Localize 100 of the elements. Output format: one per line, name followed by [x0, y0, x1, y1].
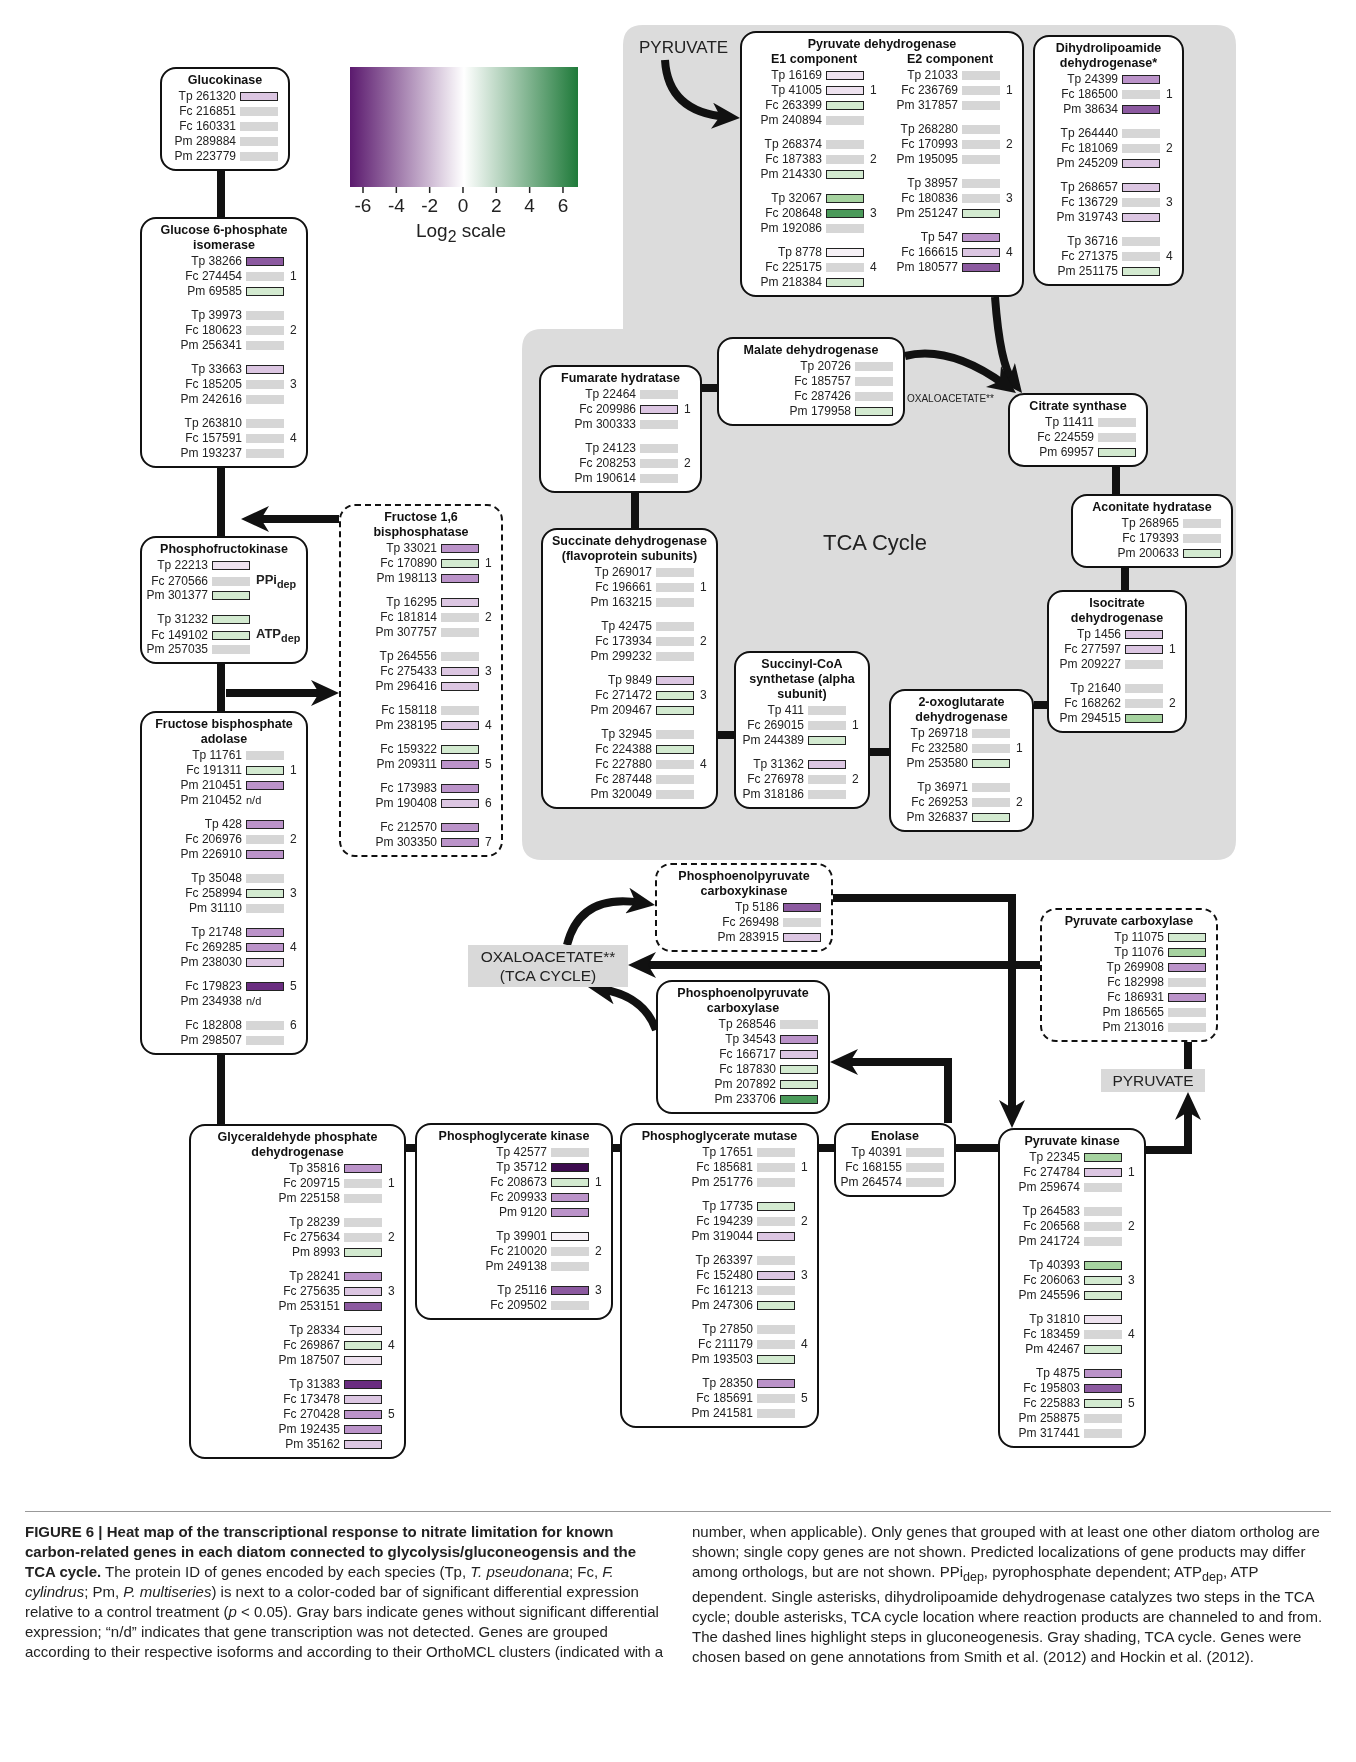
gene-id: Pm 253580	[906, 755, 968, 770]
cluster-number: 7	[485, 834, 492, 849]
gene-id: Fc 263399	[765, 97, 822, 112]
gene-id: Tp 264556	[379, 648, 437, 663]
cluster-number: 4	[1128, 1326, 1135, 1341]
cluster-number: 2	[485, 609, 492, 624]
gene-id: Pm 283915	[717, 929, 779, 944]
gene-id: Tp 34543	[725, 1031, 776, 1046]
gene-id: Pm 213016	[1102, 1019, 1164, 1034]
gene-id: Pm 31110	[189, 900, 242, 915]
connector-line	[1112, 467, 1120, 494]
enzyme-name: Glucose 6-phosphate isomerase	[159, 223, 289, 253]
enzyme-name: Phosphoglycerate kinase	[437, 1129, 591, 1144]
cluster-number: 6	[485, 795, 492, 810]
cluster-number: 4	[290, 939, 297, 954]
cluster-number: 4	[485, 717, 492, 732]
enzyme-box	[539, 365, 702, 493]
cluster-number: 2	[801, 1213, 808, 1228]
cluster-number: 5	[290, 978, 297, 993]
connector-line	[406, 1144, 415, 1152]
gene-id: Pm 226910	[180, 846, 242, 861]
cluster-number: 1	[595, 1174, 602, 1189]
gene-id: Fc 194239	[696, 1213, 753, 1228]
connector-line	[631, 493, 639, 528]
gene-id: Fc 181069	[1061, 140, 1118, 155]
gene-id: Pm 214330	[760, 166, 822, 181]
gene-id: Fc 166717	[719, 1046, 776, 1061]
enzyme-name: Pyruvate carboxylase	[1063, 914, 1195, 929]
gene-id: Pm 289884	[174, 133, 236, 148]
gene-id: Pm 35162	[285, 1436, 340, 1451]
gene-id: Fc 173983	[380, 780, 437, 795]
cluster-number: 1	[852, 717, 859, 732]
gene-id: Fc 208253	[579, 455, 636, 470]
gene-id: Pm 257035	[146, 641, 208, 656]
gene-id: Tp 36716	[1067, 233, 1118, 248]
gene-id: Pm 223779	[174, 148, 236, 163]
gene-id: Tp 1456	[1076, 626, 1121, 641]
gene-id: Pm 180577	[896, 259, 958, 274]
connector-line	[1184, 1042, 1192, 1069]
gene-id: Tp 269718	[910, 725, 968, 740]
gene-id: Tp 31383	[289, 1376, 340, 1391]
gene-id: Fc 136729	[1061, 194, 1118, 209]
gene-id: Pm 251776	[691, 1174, 753, 1189]
gene-id: Pm 190408	[375, 795, 437, 810]
gene-id: Pm 294515	[1059, 710, 1121, 725]
gene-id: Fc 195803	[1023, 1380, 1080, 1395]
cluster-number: 1	[801, 1159, 808, 1174]
gene-id: Fc 173934	[595, 633, 652, 648]
component-heading: E1 component	[769, 52, 859, 67]
enzyme-name: Pyruvate dehydrogenase	[806, 37, 958, 52]
gene-id: Fc 168155	[845, 1159, 902, 1174]
gene-id: Fc 206568	[1023, 1218, 1080, 1233]
enzyme-box	[1071, 494, 1233, 568]
connector-line	[1034, 701, 1047, 709]
scale-tick-label: -2	[421, 195, 439, 217]
gene-id: Fc 287426	[794, 388, 851, 403]
enzyme-name: Pyruvate kinase	[1023, 1134, 1121, 1149]
gene-id: Fc 274454	[185, 268, 242, 283]
enzyme-name: 2-oxoglutarate dehydrogenase	[914, 695, 1009, 725]
connector-line	[217, 468, 225, 536]
gene-id: Tp 35816	[289, 1160, 340, 1175]
gene-id: Pm 317857	[896, 97, 958, 112]
scale-tick-label: 2	[491, 195, 502, 217]
cluster-number: 2	[388, 1229, 395, 1244]
gene-id: Fc 206976	[185, 831, 242, 846]
gene-id: Fc 185205	[185, 376, 242, 391]
gene-id: Tp 17651	[702, 1144, 753, 1159]
gene-id: Pm 256341	[180, 337, 242, 352]
gene-id: Tp 9849	[607, 672, 652, 687]
gene-id: Pm 193503	[691, 1351, 753, 1366]
cluster-number: 4	[1006, 244, 1013, 259]
gene-id: Fc 185681	[696, 1159, 753, 1174]
gene-id: Pm 320049	[590, 786, 652, 801]
cluster-number: 1	[1166, 86, 1173, 101]
cluster-number: 2	[290, 322, 297, 337]
gene-id: Pm 193237	[180, 445, 242, 460]
gene-id: Fc 276978	[747, 771, 804, 786]
dashed-enzyme-box	[655, 863, 833, 952]
figure-caption: FIGURE 6 | Heat map of the transcriptional response to nitrate limitation for known carbon-related genes in each diatom connected to glycolysis/gluconeogensis and the TCA cycle. The protein ID of genes encoded by each species (Tp, T. pseudonana; Fc, F. cylindrus; Pm, P. multiseries) is next to a color-coded bar of significant differential expression relative to a control treatment (p < 0.05). Gray bars indicate genes without significant differential expression; “n/d” indicates that gene transcription was not detected. Genes are grouped according to their respective isoforms and according to their OrthoMCL clusters (indicated with a number, when applicable). Only genes that grouped with at least one other diatom ortholog are shown; single copy genes are not shown. Predicted localizations of gene products may differ among orthologs, but are not shown. PPi$_{dep}$, pyrophosphate dependent; ATP$_{dep}$, ATP dependent. Single asterisks, dihydrolipoamide dehydrogenase catalyzes two steps in the TCA cycle; double asterisks, TCA cycle location where reaction products are channeled to and from. The dashed lines highlight steps in gluconeogenesis. Gray shading, TCA cycle. Genes were chosen based on gene annotations from Smith et al. (2012) and Hockin et al. (2012).	[25, 1522, 1324, 1667]
gene-id: Pm 259674	[1018, 1179, 1080, 1194]
gene-id: Tp 25116	[497, 1282, 547, 1297]
cluster-number: 3	[1128, 1272, 1135, 1287]
gene-id: Pm 195095	[896, 151, 958, 166]
enzyme-name: Dihydrolipoamide dehydrogenase*	[1054, 41, 1163, 71]
cluster-number: 3	[700, 687, 707, 702]
gene-id: Pm 317441	[1018, 1425, 1080, 1440]
gene-id: Tp 268546	[718, 1016, 776, 1031]
enzyme-box	[541, 528, 718, 809]
enzyme-name: Phosphoenolpyruvate carboxylase	[676, 986, 810, 1016]
cluster-number: 1	[485, 555, 492, 570]
gene-id: Fc 258994	[185, 885, 242, 900]
enzyme-name: Phosphoenolpyruvate carboxykinase	[677, 869, 811, 899]
gene-id: Fc 170890	[380, 555, 437, 570]
gene-id: Pm 238195	[375, 717, 437, 732]
gene-id: Fc 191311	[186, 762, 242, 777]
connector-line	[702, 384, 717, 392]
gene-id: Tp 411	[767, 702, 804, 717]
gene-id: Pm 238030	[180, 954, 242, 969]
gene-id: Tp 22213	[157, 557, 208, 572]
gene-id: Tp 21640	[1070, 680, 1121, 695]
